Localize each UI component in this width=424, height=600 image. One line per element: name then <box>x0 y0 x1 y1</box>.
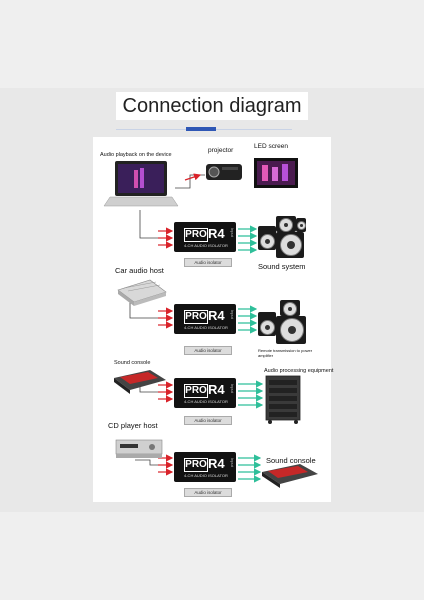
isolator-model: R4 <box>208 308 225 323</box>
isolator-tag: Audio isolator <box>184 488 232 497</box>
isolator-input: Input <box>230 228 235 237</box>
label-audio-processing: Audio processing equipment <box>264 368 334 374</box>
label-audio-playback: Audio playback on the device <box>100 152 172 158</box>
speaker-icon <box>276 232 304 258</box>
label-cd-player-host: CD player host <box>108 421 158 430</box>
isolator-brand: PRO <box>184 310 208 324</box>
label-sound-system: Sound system <box>258 262 306 271</box>
speaker-icon <box>276 316 306 344</box>
wire-laptop-projector <box>175 174 205 189</box>
isolator-subtitle: 4-CH AUDIO ISOLATOR <box>184 399 228 404</box>
label-sound-console: Sound console <box>114 360 151 366</box>
wire-cd-isolator <box>135 459 168 466</box>
speaker-icon <box>296 218 306 232</box>
wire-laptop-isolator <box>139 210 168 239</box>
label-projector: projector <box>208 147 234 154</box>
rack-icon <box>265 375 301 424</box>
isolator-model: R4 <box>208 226 225 241</box>
sound-console-icon <box>262 464 318 488</box>
speaker-icon <box>280 300 300 316</box>
isolator-subtitle: 4-CH AUDIO ISOLATOR <box>184 473 228 478</box>
isolator-box: PRO R4 4-CH AUDIO ISOLATOR Input <box>174 378 236 408</box>
label-remote-transmission: Remote transmission to power amplifier <box>258 348 313 358</box>
speaker-icon <box>258 312 276 336</box>
sound-console-icon <box>114 370 166 394</box>
label-car-audio-host: Car audio host <box>115 266 164 275</box>
wire-car-isolator <box>129 298 168 319</box>
label-sound-console: Sound console <box>266 456 316 465</box>
speaker-icon <box>258 226 276 250</box>
projector-icon <box>206 164 242 180</box>
isolator-subtitle: 4-CH AUDIO ISOLATOR <box>184 325 228 330</box>
isolator-input: Input <box>230 384 235 393</box>
isolator-brand: PRO <box>184 458 208 472</box>
isolator-box: PRO R4 4-CH AUDIO ISOLATOR Input <box>174 452 236 482</box>
isolator-box: PRO R4 4-CH AUDIO ISOLATOR Input <box>174 304 236 334</box>
page-title: Connection diagram <box>116 92 308 120</box>
isolator-model: R4 <box>208 382 225 397</box>
isolator-box: PRO R4 4-CH AUDIO ISOLATOR Input <box>174 222 236 252</box>
isolator-tag: Audio isolator <box>184 416 232 425</box>
isolator-brand: PRO <box>184 384 208 398</box>
isolator-tag: Audio isolator <box>184 346 232 355</box>
isolator-model: R4 <box>208 456 225 471</box>
isolator-subtitle: 4-CH AUDIO ISOLATOR <box>184 243 228 248</box>
title-divider-accent <box>186 127 216 131</box>
isolator-input: Input <box>230 458 235 467</box>
label-led-screen: LED screen <box>254 143 288 150</box>
isolator-input: Input <box>230 310 235 319</box>
laptop-icon <box>103 161 179 207</box>
speaker-icon <box>276 216 296 232</box>
car-audio-host-icon <box>117 279 167 306</box>
led-screen-icon <box>254 158 298 188</box>
cd-player-icon <box>115 439 163 458</box>
isolator-brand: PRO <box>184 228 208 242</box>
isolator-tag: Audio isolator <box>184 258 232 267</box>
